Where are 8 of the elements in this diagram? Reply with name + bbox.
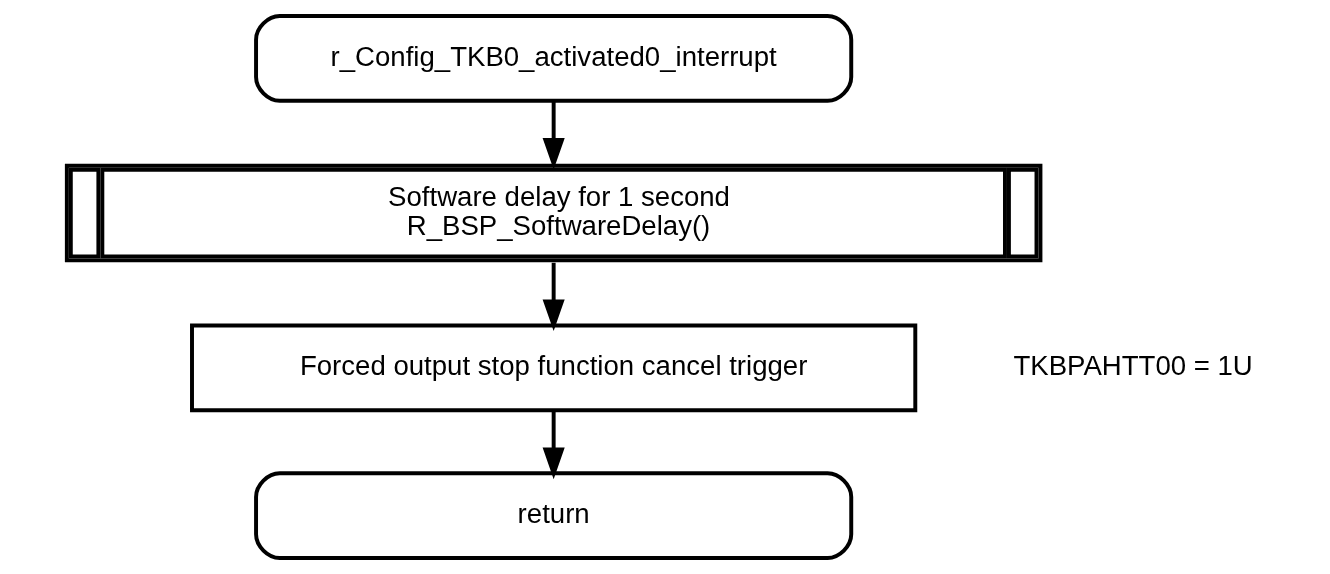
node-box: Forced output stop function cancel trigger xyxy=(190,323,918,413)
node-box: r_Config_TKB0_activated0_interrupt xyxy=(254,14,854,103)
node-box: Software delay for 1 second R_BSP_SoftwareDelay() xyxy=(64,163,1043,263)
node-label: TKBPAHTT00 = 1U xyxy=(1013,350,1253,382)
node-box: return xyxy=(254,471,854,560)
arrow xyxy=(542,100,565,170)
arrow xyxy=(542,410,565,480)
arrow xyxy=(542,262,565,331)
